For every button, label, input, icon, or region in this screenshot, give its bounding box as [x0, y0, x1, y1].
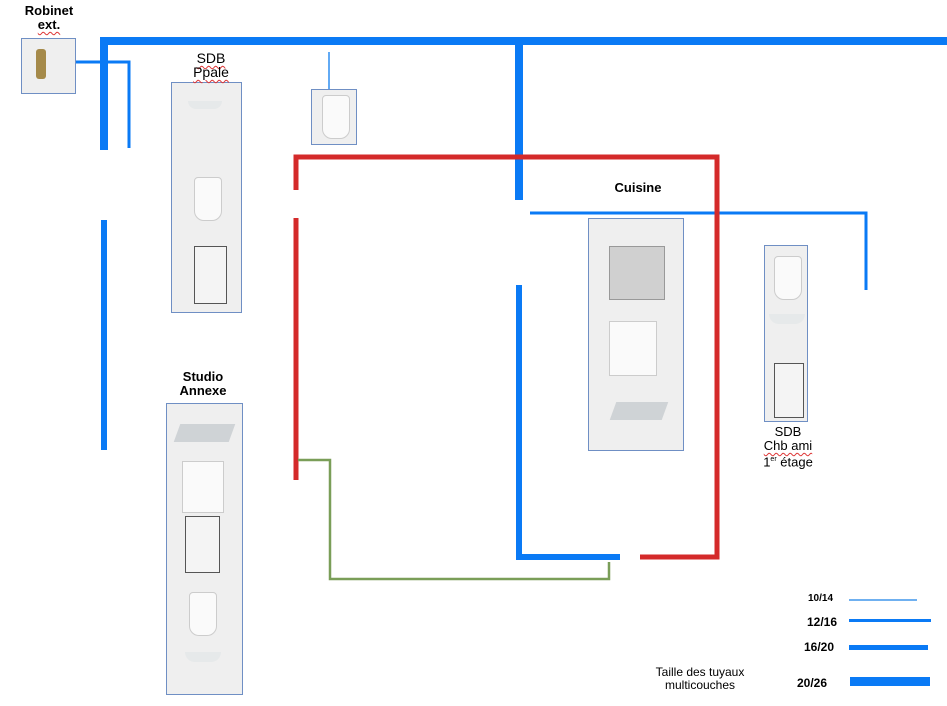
label-line: Chb ami: [763, 438, 813, 453]
label-line: ext.: [37, 17, 61, 32]
toilet-icon: [189, 592, 217, 636]
main-supply-pipe: [100, 37, 947, 560]
legend-line-20-26: [850, 677, 930, 686]
kitchen-sink-icon: [173, 424, 236, 442]
legend-title-line: multicouches: [664, 678, 736, 692]
recirculation-pipe: [298, 458, 611, 581]
label-line: Cuisine: [614, 180, 662, 195]
dishwasher-icon: [609, 246, 665, 300]
washing-machine-icon: [182, 461, 224, 513]
shower-icon: [185, 516, 220, 573]
label-line: Annexe: [179, 383, 227, 398]
outdoor-tap-pipe: [66, 60, 131, 148]
legend-line-12-16: [849, 619, 931, 622]
legend-label-16-20: 16/20: [804, 640, 835, 654]
tap-icon: [36, 49, 46, 79]
kitchen-sink-icon: [609, 402, 669, 420]
legend-title: Taille des tuyaux multicouches: [640, 666, 760, 692]
room-sdb-ami: [764, 245, 808, 422]
washbasin-icon: [185, 652, 221, 662]
legend-label-10-14: 10/14: [808, 593, 834, 604]
label-line: 1: [763, 454, 771, 470]
outdoor-tap-label: Robinet ext.: [14, 4, 84, 32]
legend-line-16-20: [849, 645, 928, 650]
toilet-icon: [194, 177, 222, 221]
upstairs-cold-pipe: [530, 211, 868, 290]
toilet-icon: [322, 95, 350, 139]
outdoor-tap-box: [21, 38, 76, 94]
label-line: SDB: [196, 50, 226, 66]
label-line: Ppale: [193, 64, 229, 80]
washbasin-icon: [769, 314, 805, 324]
toilet-icon: [774, 256, 802, 300]
room-cuisine: [588, 218, 684, 451]
sdb-ppale-label: SDB Ppale: [176, 51, 246, 79]
washbasin-icon: [188, 101, 222, 109]
washing-machine-icon: [609, 321, 657, 376]
label-line: étage: [776, 454, 813, 470]
shower-icon: [774, 363, 804, 418]
studio-annexe-label: Studio Annexe: [168, 370, 238, 398]
hallway-wc-box: [311, 89, 357, 145]
shower-icon: [194, 246, 227, 304]
hot-water-pipe: [293, 154, 720, 560]
cuisine-label: Cuisine: [600, 181, 676, 195]
sdb-ami-label: SDB Chb ami 1er étage: [752, 425, 824, 469]
label-line: Robinet: [24, 3, 74, 18]
label-line: SDB: [774, 424, 802, 439]
room-studio-annexe: [166, 403, 243, 695]
legend-line-10-14: [849, 599, 917, 601]
legend-title-line: Taille des tuyaux: [655, 665, 745, 679]
legend-label-20-26: 20/26: [797, 676, 828, 690]
room-sdb-ppale: [171, 82, 242, 313]
legend-label-12-16: 12/16: [807, 615, 838, 629]
label-line: Studio: [182, 369, 224, 384]
label-sup: er: [770, 456, 777, 463]
